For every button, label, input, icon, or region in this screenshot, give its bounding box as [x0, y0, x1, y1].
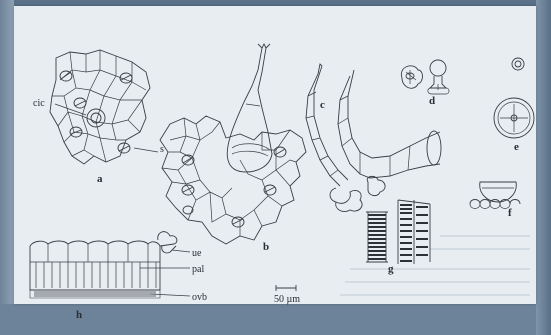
panel-label-g: g: [388, 263, 394, 275]
panel-label-a: a: [97, 173, 103, 185]
panel-label-b: b: [263, 241, 269, 253]
panel-f-gland-section: [470, 182, 520, 209]
label-pal: pal: [192, 264, 204, 275]
panel-label-c: c: [320, 99, 325, 111]
panel-c-multicellular-trichomes: [306, 64, 441, 212]
panel-d-glandular-trichomes: [401, 60, 449, 94]
panel-h-leaf-cross-section: [30, 232, 190, 298]
label-s: s: [160, 144, 164, 155]
panel-label-e: e: [514, 141, 519, 153]
panel-label-h: h: [76, 309, 82, 321]
label-cic: cic: [33, 98, 45, 109]
panel-g-vessel-elements: [366, 200, 430, 264]
bleed-through-text: [340, 235, 530, 296]
panel-e-peltate-gland: [494, 58, 534, 138]
panel-a-epidermis: [50, 50, 158, 164]
scale-bar-label: 50 µm: [274, 294, 300, 305]
label-ovb: ovb: [192, 292, 207, 303]
panel-label-f: f: [508, 207, 512, 219]
panel-label-d: d: [429, 95, 435, 107]
scale-bar: [276, 285, 296, 291]
label-ue: ue: [192, 248, 202, 259]
panel-b-epidermis-trichome: [160, 44, 306, 244]
